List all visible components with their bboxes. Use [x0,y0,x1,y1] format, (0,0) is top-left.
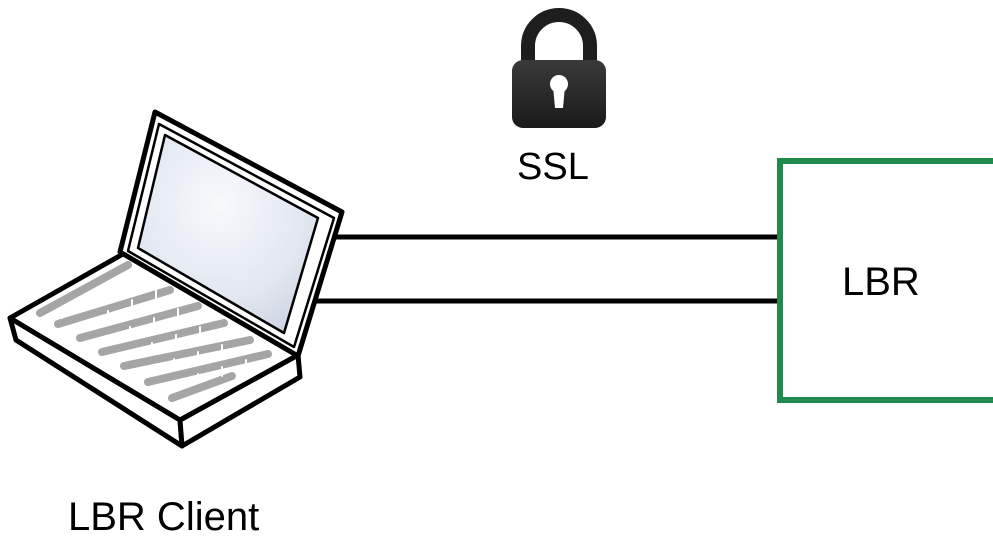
laptop-icon [7,109,345,449]
lbr-server-label: LBR [842,260,920,304]
lbr-client-label: LBR Client [68,495,260,539]
ssl-label: SSL [517,146,589,188]
lock-icon [512,8,606,128]
ssl-connection-tunnel [300,234,778,304]
lbr-server-box [777,158,993,403]
